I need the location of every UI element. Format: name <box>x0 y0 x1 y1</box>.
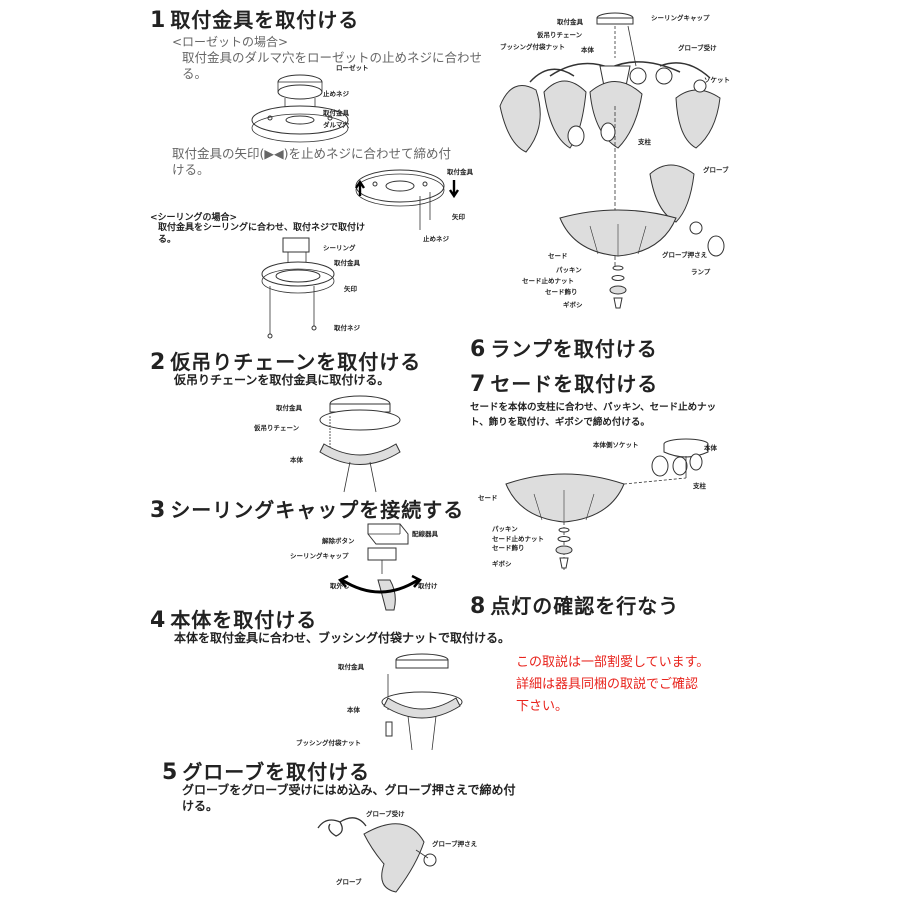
label-pillar-s7: 支柱 <box>693 482 706 490</box>
label-globe-exp: グローブ <box>703 166 729 174</box>
globe-mount-diagram <box>317 817 437 893</box>
step6-number: 6 <box>470 337 487 362</box>
label-presser-exp: グローブ押さえ <box>662 251 708 259</box>
step1-number: 1 <box>150 8 167 33</box>
label-bracket-2: 取付金具 <box>447 168 473 176</box>
label-attach: 取付け <box>418 582 438 590</box>
ceiling-heading: <シーリングの場合> <box>150 213 238 223</box>
rosette-heading: <ローゼットの場合> <box>172 35 289 49</box>
label-arrow-2: 矢印 <box>344 285 357 293</box>
label-deco-s7: セード飾り <box>492 544 525 552</box>
step7-number: 7 <box>470 372 487 397</box>
rosette-instruction-1: 取付金具のダルマ穴をローゼットの止めネジに合わせる。 <box>182 50 483 81</box>
label-screw: 止めネジ <box>323 90 349 98</box>
label-fix-screw: 取付ネジ <box>334 324 360 332</box>
label-packing-s7: パッキン <box>492 525 518 533</box>
label-body-s7: 本体 <box>704 444 717 452</box>
step2-number: 2 <box>150 350 167 375</box>
step4-instruction: 本体を取付金具に合わせ、ブッシング付袋ナットで取付ける。 <box>174 631 511 645</box>
note-line-3: 下さい。 <box>516 699 569 714</box>
label-chain-exp: 仮吊りチェーン <box>537 31 583 39</box>
ceiling-cap-diagram <box>338 523 422 611</box>
step7-title: セードを取付ける <box>490 372 659 396</box>
ceiling-instruction: 取付金具をシーリングに合わせ、取付ネジで取付ける。 <box>158 223 366 245</box>
step5-title: グローブを取付ける <box>182 760 371 784</box>
note-line-1: この取説は一部割愛しています。 <box>516 655 710 670</box>
label-pillar-exp: 支柱 <box>638 138 651 146</box>
label-socket-s7: 本体側ソケット <box>593 441 639 449</box>
label-deco-exp: セード飾り <box>545 288 578 296</box>
rosette-instruction-2: 取付金具の矢印(▶◀)を止めネジに合わせて締め付ける。 <box>172 146 451 177</box>
step3-number: 3 <box>150 498 167 523</box>
label-keyhole: ダルマ穴 <box>323 121 349 129</box>
label-nut-exp: ブッシング付袋ナット <box>500 43 565 51</box>
label-shade-exp: セード <box>548 252 568 260</box>
label-shade-nut-exp: セード止めナット <box>522 277 574 285</box>
step2-title: 仮吊りチェーンを取付ける <box>170 350 422 374</box>
label-bracket-s4: 取付金具 <box>338 663 364 671</box>
label-body-exp: 本体 <box>581 46 594 54</box>
label-shade-s7: セード <box>478 494 498 502</box>
label-socket-exp: ソケット <box>704 76 730 84</box>
step1-title: 取付金具を取付ける <box>170 8 360 32</box>
exploded-view-diagram <box>499 12 725 309</box>
label-nut-s7: セード止めナット <box>492 535 544 543</box>
label-cap-exp: シーリングキャップ <box>651 14 710 22</box>
chain-diagram <box>319 395 401 493</box>
label-body-s4: 本体 <box>347 706 360 714</box>
label-holder-s5: グローブ受け <box>366 810 405 818</box>
label-release: 解除ボタン <box>322 537 355 545</box>
step4-number: 4 <box>150 608 167 633</box>
step3-title: シーリングキャップを接続する <box>170 498 465 522</box>
body-mount-diagram <box>381 653 463 751</box>
label-arrow: 矢印 <box>452 213 465 221</box>
label-remove: 取外し <box>330 582 350 590</box>
label-packing-exp: パッキン <box>556 266 582 274</box>
shade-mount-diagram <box>505 438 709 570</box>
step6-title: ランプを取付ける <box>490 337 658 361</box>
ceiling-diagram <box>261 237 335 339</box>
label-bracket: 取付金具 <box>323 109 349 117</box>
label-lamp-exp: ランプ <box>691 268 711 276</box>
label-globe-s5: グローブ <box>336 878 362 886</box>
step4-title: 本体を取付ける <box>170 608 318 632</box>
label-holder-exp: グローブ受け <box>678 44 717 52</box>
step8-title: 点灯の確認を行なう <box>490 594 680 618</box>
note-line-2: 詳細は器具同梱の取説でご確認 <box>516 677 699 692</box>
label-giboshi-s7: ギボシ <box>492 560 512 568</box>
label-bracket-3: 取付金具 <box>334 259 360 267</box>
label-chain-s2: 仮吊りチェーン <box>254 424 300 432</box>
step7-instruction: セードを本体の支柱に合わせ、パッキン、セード止めナット、飾りを取付け、ギボシで締… <box>470 402 717 428</box>
step2-instruction: 仮吊りチェーンを取付金具に取付ける。 <box>174 373 390 387</box>
rosette-diagram <box>251 74 349 143</box>
disclaimer-note: この取説は一部割愛しています。 詳細は器具同梱の取説でご確認 下さい。 <box>516 652 709 718</box>
label-screw-2: 止めネジ <box>423 235 449 243</box>
label-rosette: ローゼット <box>336 64 369 72</box>
label-ceiling: シーリング <box>323 244 356 252</box>
label-bracket-s2: 取付金具 <box>276 404 302 412</box>
step8-number: 8 <box>470 594 487 619</box>
label-bracket-exp: 取付金具 <box>557 18 583 26</box>
label-giboshi-exp: ギボシ <box>563 301 583 309</box>
step5-instruction: グローブをグローブ受けにはめ込み、グローブ押さえで締め付ける。 <box>182 783 516 813</box>
label-cap: シーリングキャップ <box>290 552 349 560</box>
label-wiring: 配線器具 <box>412 530 438 538</box>
step5-number: 5 <box>162 760 179 785</box>
bracket-rotate-diagram <box>355 169 459 230</box>
label-presser-s5: グローブ押さえ <box>432 840 478 848</box>
label-nut-s4: ブッシング付袋ナット <box>296 739 361 747</box>
label-body-s2: 本体 <box>290 456 303 464</box>
